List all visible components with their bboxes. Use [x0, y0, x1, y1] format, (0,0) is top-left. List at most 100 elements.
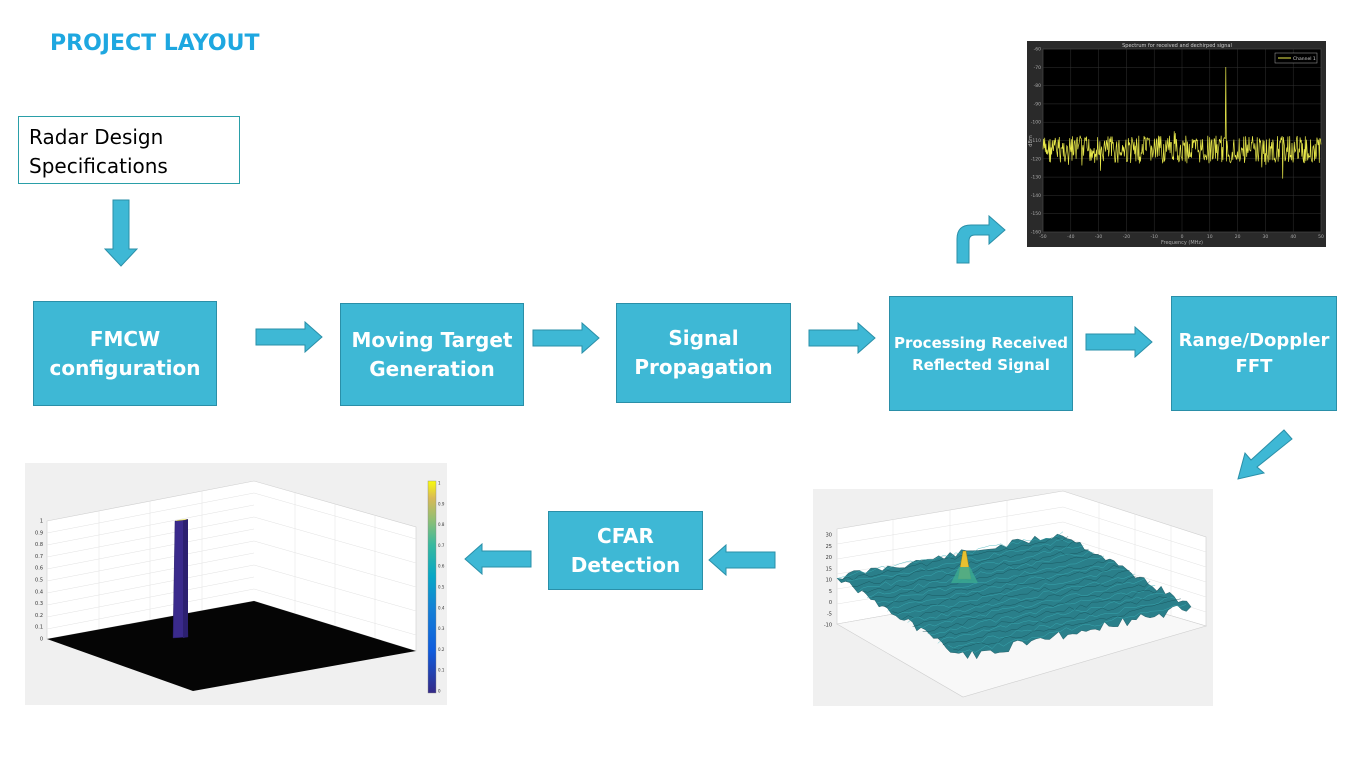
spectrum-yticks: -60-70-80-90-100-110-120-130-140-150-160 — [1031, 47, 1041, 236]
spectrum-xtick-label: 50 — [1318, 234, 1324, 240]
rdm-texture-line — [841, 536, 1069, 581]
moving-target-line-1: Moving Target — [351, 327, 513, 352]
spectrum-ytick-label: -90 — [1034, 101, 1041, 107]
spectrum-xtick-label: 40 — [1290, 234, 1296, 240]
cfar-colorbar-tick-label: 0.9 — [438, 501, 445, 506]
spectrum-trace — [1042, 66, 1322, 179]
spec-line-1: Radar Design — [29, 125, 164, 149]
spectrum-plot: Spectrum for received and dechirped sign… — [1027, 41, 1326, 247]
spectrum-xtick-label: -10 — [1151, 234, 1158, 240]
spectrum-legend — [1274, 52, 1318, 64]
rdm-texture-line — [942, 596, 1171, 646]
rdm-texture-line — [952, 598, 1181, 651]
range-doppler-line-2: FFT — [1235, 355, 1273, 377]
rdm-texture-line — [862, 548, 1089, 593]
signal-propagation-line-2: Propagation — [634, 355, 773, 379]
rdm-texture-line — [882, 559, 1110, 607]
rdm-ztick-label: 5 — [829, 589, 832, 595]
rdm-texture-line — [922, 581, 1151, 632]
cfar-ztick-label: 0.7 — [35, 554, 43, 560]
cfar-colorbar-tick-label: 0.3 — [438, 626, 445, 631]
fmcw-line-1: FMCW — [89, 326, 161, 351]
cfar-zticks: 10.90.80.70.60.50.40.30.20.10 — [35, 519, 43, 643]
cfar-colorbar-tick-label: 0.1 — [438, 668, 445, 673]
fmcw-line-2: configuration — [49, 355, 201, 380]
cfar-spike-top — [175, 519, 188, 521]
rdm-texture-line — [902, 570, 1130, 620]
rdm-ztick-label: 25 — [826, 544, 832, 550]
spectrum-title: Spectrum for received and dechirped sign… — [1122, 43, 1232, 49]
arrow-right-2 — [532, 322, 600, 354]
arrow-left-2 — [464, 543, 532, 575]
rdm-texture-line — [932, 587, 1161, 639]
spectrum-xtick-label: 20 — [1235, 234, 1241, 240]
range-doppler-line-1: Range/Doppler — [1178, 329, 1330, 351]
rdm-texture-line — [917, 578, 1145, 628]
arrow-left-1 — [708, 544, 776, 576]
cfar-colorbar — [427, 480, 437, 694]
cfar-ztick-label: 0 — [40, 637, 43, 643]
spectrum-xtick-label: 30 — [1263, 234, 1269, 240]
cfar-ztick-label: 0.8 — [35, 542, 43, 548]
processing-line-1: Processing Received — [893, 333, 1069, 352]
spectrum-xtick-label: -20 — [1123, 234, 1130, 240]
rdm-texture-line — [907, 573, 1135, 623]
rdm-texture-line — [927, 585, 1156, 636]
cfar-ztick-label: 0.6 — [35, 566, 43, 572]
cfar-floor-zero — [47, 601, 416, 691]
cfar-spike-side — [183, 519, 188, 638]
cfar-line-1: CFAR — [597, 523, 654, 548]
spectrum-ytick-label: -80 — [1034, 83, 1041, 89]
arrow-right-4 — [1085, 326, 1153, 358]
cfar-ztick-label: 0.1 — [35, 625, 43, 631]
cfar-colorbar-tick-label: 0.2 — [438, 647, 445, 652]
spectrum-ylabel: dBm — [1028, 135, 1034, 147]
cfar-colorbar-tick-label: 0 — [438, 689, 441, 694]
rdm-peak-base — [951, 567, 978, 583]
rdm-ztick-label: 10 — [826, 578, 832, 584]
spectrum-xtick-label: -50 — [1039, 234, 1046, 240]
rdm-texture-line — [937, 592, 1166, 644]
spectrum-xtick-label: 0 — [1181, 234, 1184, 240]
rdm-ztick-label: 30 — [826, 533, 832, 539]
spectrum-plot-svg: Spectrum for received and dechirped sign… — [1028, 43, 1324, 246]
spectrum-xlabel: Frequency (MHz) — [1161, 240, 1203, 246]
cfar-ztick-label: 0.3 — [35, 601, 43, 607]
spectrum-ytick-label: -100 — [1031, 120, 1041, 126]
cfar-colorbar-tick-label: 0.7 — [438, 543, 445, 548]
radar-design-specifications-box: Radar Design Specifications — [18, 116, 240, 184]
arrow-right-3 — [808, 322, 876, 354]
rdm-texture-line — [957, 604, 1186, 653]
cfar-wall-grid — [46, 491, 417, 638]
rdm-texture-line — [912, 576, 1140, 627]
cfar-ztick-label: 0.9 — [35, 530, 43, 536]
spectrum-ytick-label: -160 — [1031, 230, 1041, 236]
cfar-ztick-label: 0.4 — [35, 589, 43, 595]
spectrum-ytick-label: -130 — [1031, 175, 1041, 181]
spec-line-2: Specifications — [29, 154, 168, 178]
rdm-texture-line — [847, 539, 1074, 582]
cfar-colorbar-tick-label: 1 — [438, 481, 441, 486]
spectrum-ytick-label: -120 — [1031, 156, 1041, 162]
arrow-down-spec — [104, 199, 138, 267]
cfar-colorbar-tick-label: 0.8 — [438, 522, 445, 527]
rdm-texture-line — [947, 596, 1176, 649]
rdm-ztick-label: 15 — [826, 566, 832, 572]
rdm-ztick-label: -5 — [827, 611, 832, 617]
rdm-ztick-label: -10 — [824, 623, 832, 629]
spectrum-xtick-label: -30 — [1095, 234, 1102, 240]
rdm-ztick-label: 0 — [829, 600, 832, 606]
cfar-colorbar-tick-label: 0.5 — [438, 585, 445, 590]
signal-propagation-line-1: Signal — [668, 326, 739, 350]
cfar-colorbar-tick-label: 0.4 — [438, 605, 445, 610]
arrow-bent-up-right — [956, 214, 1006, 264]
spectrum-xtick-label: -40 — [1067, 234, 1074, 240]
spectrum-legend-label: Channel 1 — [1293, 56, 1316, 62]
